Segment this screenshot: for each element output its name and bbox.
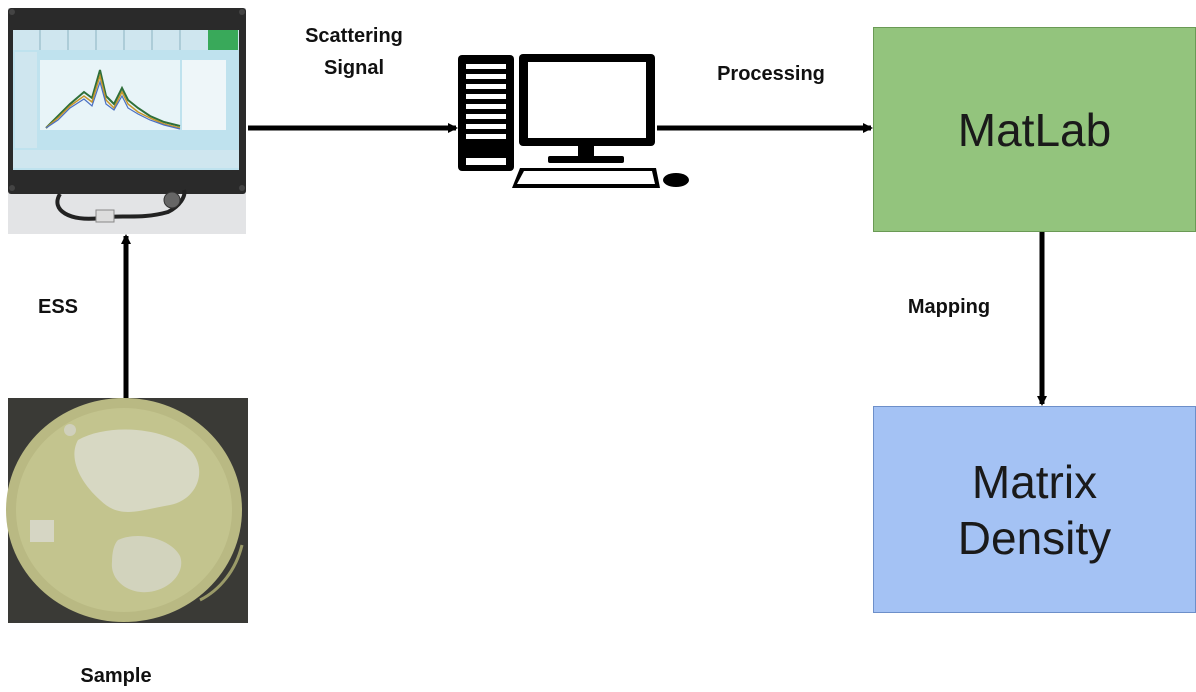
sample-photo bbox=[6, 398, 248, 623]
scattering-label-line2: Signal bbox=[323, 57, 384, 79]
mapping-label: Mapping bbox=[907, 296, 991, 318]
sample-label: Sample bbox=[80, 665, 152, 687]
matlab-box: MatLab bbox=[873, 27, 1196, 232]
ess-label: ESS bbox=[37, 296, 79, 318]
scattering-signal-label: Scattering Signal bbox=[276, 20, 432, 84]
spectrometer-photo bbox=[8, 8, 246, 234]
scattering-label-line1: Scattering bbox=[305, 25, 403, 47]
matrix-label-line2: Density bbox=[957, 511, 1112, 564]
matlab-label: MatLab bbox=[957, 103, 1112, 156]
matrix-density-box: Matrix Density bbox=[873, 406, 1196, 613]
computer-icon bbox=[458, 54, 689, 188]
matrix-label-line1: Matrix bbox=[971, 455, 1098, 508]
processing-label: Processing bbox=[717, 63, 825, 85]
